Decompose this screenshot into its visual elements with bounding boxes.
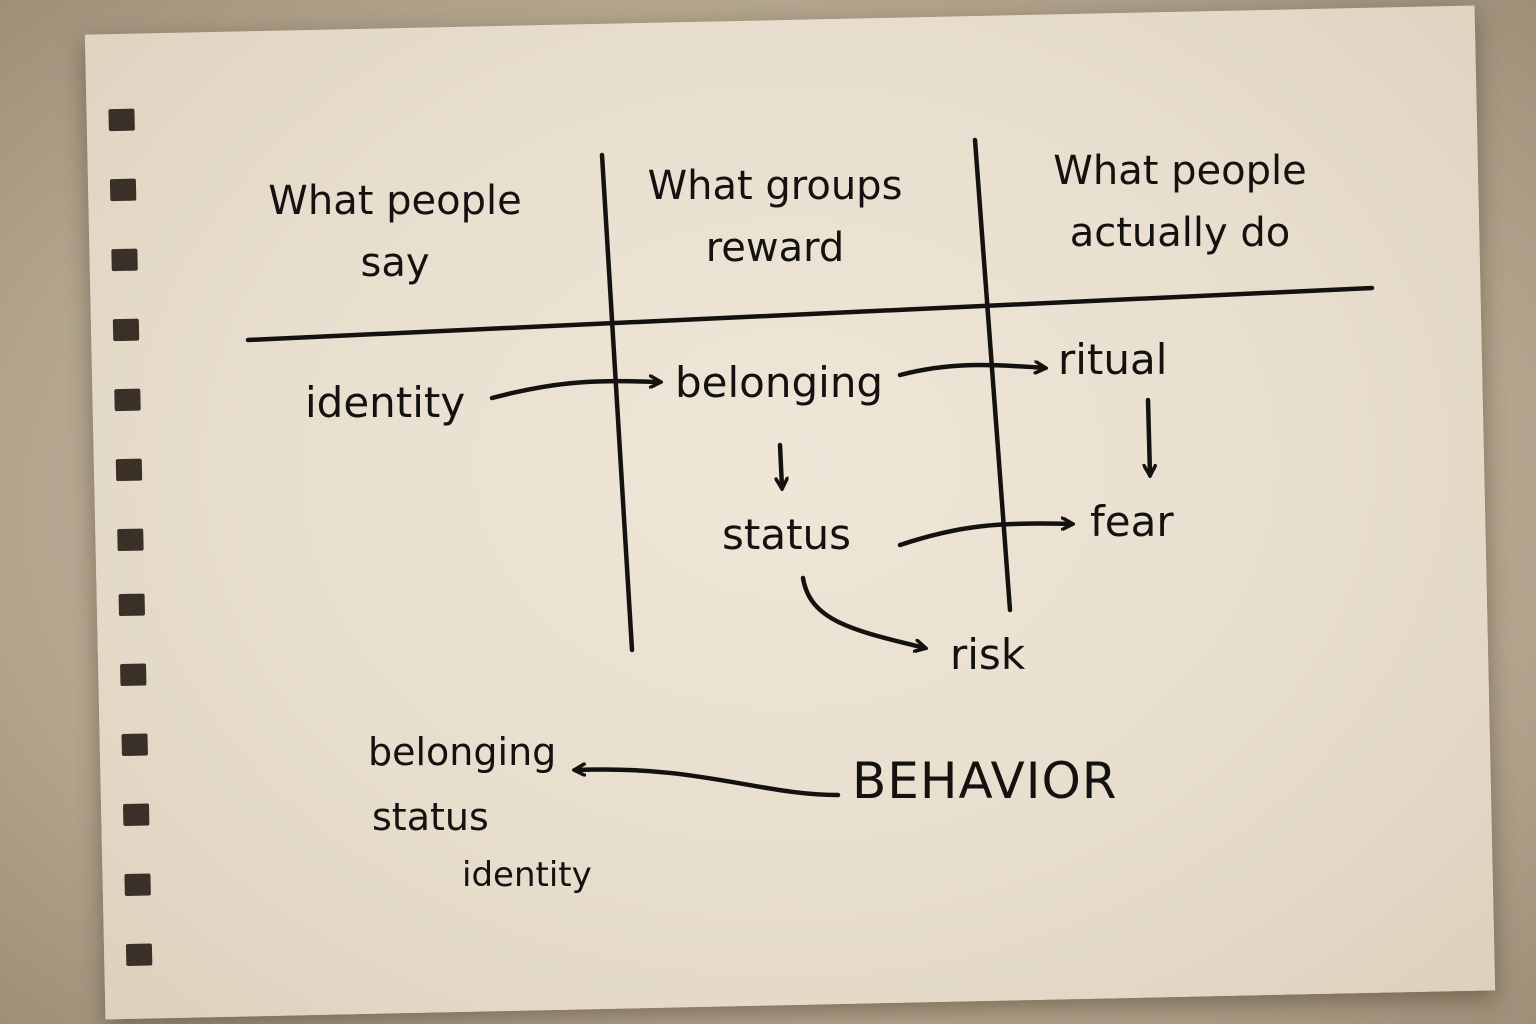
arrow-status-risk — [800, 575, 925, 648]
column-header-do: What people actually do — [1053, 148, 1307, 256]
arrow-identity-belonging — [489, 381, 660, 401]
arrow-belonging-ritual — [897, 365, 1045, 378]
column-header-say: What people say — [268, 178, 522, 286]
column-divider-1 — [599, 152, 635, 653]
behavior-label: BEHAVIOR — [852, 752, 1118, 810]
arrow-ritual-fear — [1148, 397, 1150, 475]
node-status: status — [722, 510, 852, 559]
behavior-list-item: status — [372, 795, 489, 839]
column-header-reward: What groups reward — [647, 163, 903, 271]
behavior-list-item: identity — [462, 855, 592, 895]
behavior-list-item: belonging — [368, 730, 557, 774]
node-identity: identity — [305, 378, 466, 427]
arrow-status-fear — [897, 523, 1072, 548]
node-belonging: belonging — [675, 358, 884, 407]
header-divider — [245, 285, 1375, 343]
arrow-behavior-list — [575, 769, 841, 798]
node-ritual: ritual — [1058, 335, 1168, 384]
node-risk: risk — [950, 630, 1026, 679]
node-fear: fear — [1090, 497, 1174, 546]
arrow-belonging-status — [780, 442, 782, 488]
column-divider-2 — [972, 137, 1013, 613]
